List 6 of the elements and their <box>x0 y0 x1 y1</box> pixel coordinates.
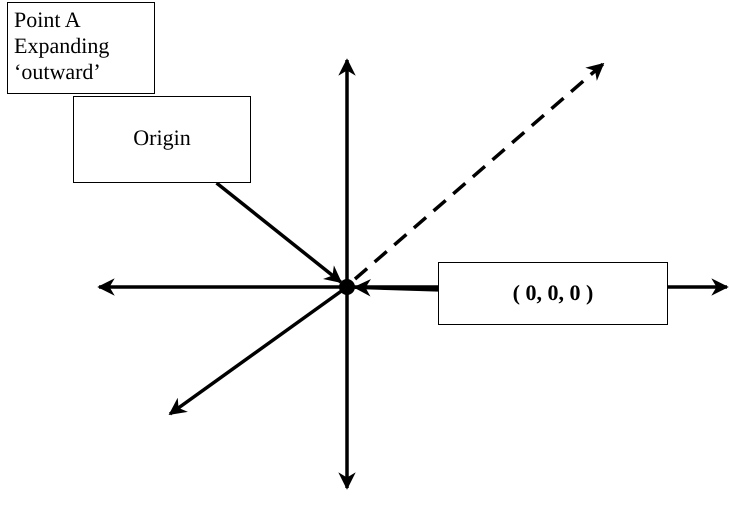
text-box: Origin <box>73 96 251 183</box>
origin-dot <box>339 279 355 295</box>
arrow <box>353 279 438 296</box>
arrow <box>215 182 342 284</box>
text-box: ( 0, 0, 0 ) <box>438 262 668 325</box>
text-box: Point A Expanding ‘outward’ <box>7 2 155 94</box>
